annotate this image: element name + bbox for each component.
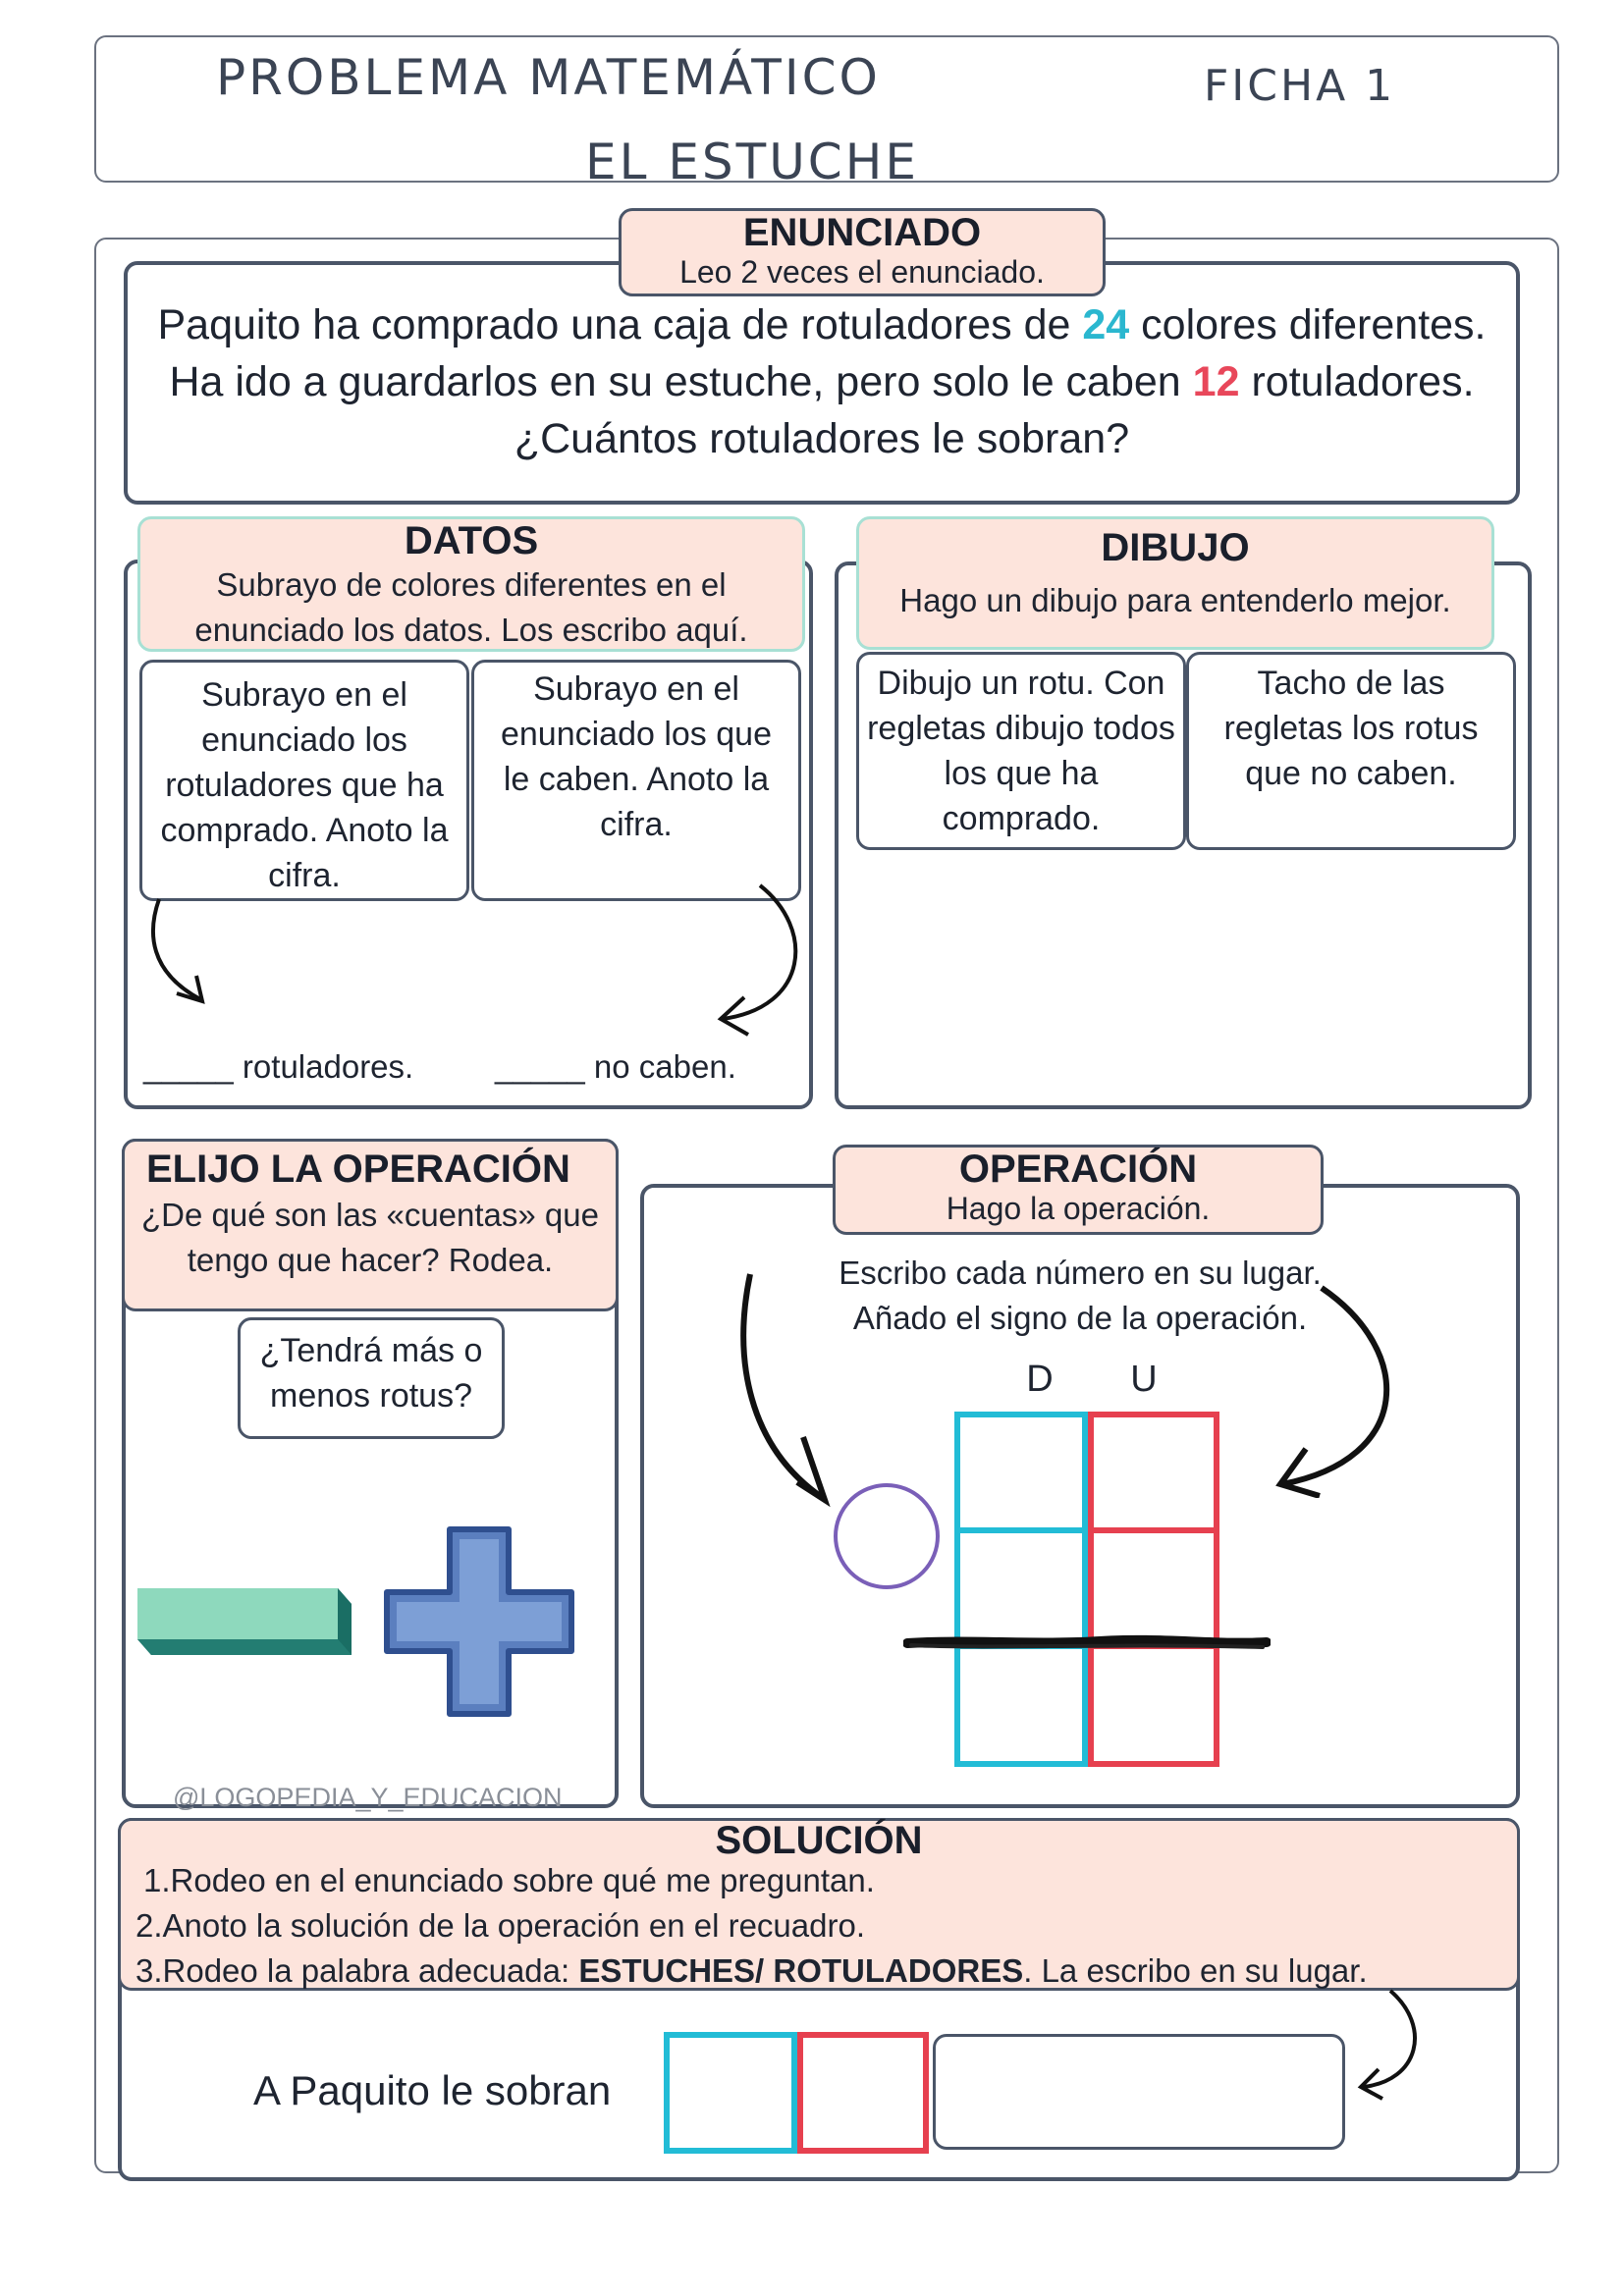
- blank-no-caben[interactable]: _____ no caben.: [495, 1048, 736, 1085]
- blank-rotuladores[interactable]: _____ rotuladores.: [143, 1048, 414, 1085]
- enunciado-box: [124, 261, 1520, 505]
- enunciado-text-part3: rotuladores. ¿Cuántos rotuladores le sob…: [514, 358, 1475, 462]
- answer-word-box[interactable]: [933, 2034, 1345, 2150]
- dibujo-drawing-area[interactable]: [844, 864, 1522, 1099]
- dibujo-box-tacho: Tacho de las regletas los rotus que no c…: [1186, 652, 1516, 850]
- solucion-heading: SOLUCIÓN: [715, 1819, 923, 1862]
- enunciado-subheading: Leo 2 veces el enunciado.: [679, 254, 1045, 290]
- column-label-unidades: U: [1130, 1359, 1158, 1400]
- dibujo-heading: DIBUJO: [1101, 526, 1250, 569]
- dibujo-box-rotu: Dibujo un rotu. Con regletas dibujo todo…: [856, 652, 1186, 850]
- operacion-heading: OPERACIÓN: [958, 1148, 1198, 1191]
- datos-box-caben: Subrayo en el enunciado los que le caben…: [471, 660, 801, 901]
- operacion-instruction-2: Añado el signo de la operación.: [852, 1300, 1308, 1336]
- elijo-hint-box: ¿Tendrá más o menos rotus?: [238, 1317, 505, 1439]
- answer-sentence: A Paquito le sobran: [253, 2067, 612, 2113]
- header-box: [94, 35, 1559, 183]
- datos-header: DATOS Subrayo de colores diferentes en e…: [137, 516, 805, 652]
- dibujo-header: DIBUJO Hago un dibujo para entenderlo me…: [856, 516, 1494, 650]
- dibujo-box-tacho-text: Tacho de las regletas los rotus que no c…: [1223, 665, 1479, 792]
- arrow-to-numbers-icon: [1275, 1285, 1390, 1498]
- page-subtitle: EL ESTUCHE: [585, 133, 919, 190]
- number-12: 12: [1192, 358, 1240, 405]
- sheet-number: FICHA 1: [1204, 61, 1396, 111]
- solucion-step-2: 2.Anoto la solución de la operación en e…: [135, 1907, 865, 1944]
- solucion-step-3-suffix: . La escribo en su lugar.: [1023, 1952, 1368, 1989]
- column-label-decenas: D: [1026, 1359, 1054, 1400]
- datos-box-caben-text: Subrayo en el enunciado los que le caben…: [500, 670, 772, 843]
- enunciado-text-part1: Paquito ha comprado una caja de rotulado…: [157, 301, 1083, 348]
- operacion-header: OPERACIÓN Hago la operación.: [833, 1145, 1324, 1235]
- minus-block-icon[interactable]: [134, 1580, 355, 1661]
- elijo-hint-text: ¿Tendrá más o menos rotus?: [259, 1332, 483, 1415]
- operation-sign-circle[interactable]: [831, 1480, 943, 1592]
- enunciado-text-part2: colores diferentes. Ha ido a guardarlos …: [169, 301, 1487, 405]
- arrow-right-down-icon: [717, 883, 798, 1037]
- watermark: @LOGOPEDIA_Y_EDUCACION: [173, 1783, 563, 1812]
- solucion-step-3: 3.Rodeo la palabra adecuada: ESTUCHES/ R…: [135, 1949, 1368, 1993]
- page-title: PROBLEMA MATEMÁTICO: [216, 49, 881, 106]
- elijo-heading: ELIJO LA OPERACIÓN: [146, 1148, 570, 1191]
- operacion-instruction-1: Escribo cada número en su lugar.: [839, 1255, 1322, 1291]
- datos-box-comprados-text: Subrayo en el enunciado los rotuladores …: [160, 676, 449, 894]
- datos-box-comprados: Subrayo en el enunciado los rotuladores …: [139, 660, 469, 901]
- arrow-left-down-icon: [151, 898, 205, 1004]
- solucion-step-3-options: ESTUCHES/ ROTULADORES: [578, 1952, 1024, 1989]
- operand1-units-cell[interactable]: [1088, 1412, 1219, 1533]
- arrow-to-word-icon: [1357, 1989, 1417, 2101]
- enunciado-heading: ENUNCIADO: [742, 211, 982, 254]
- result-line: [903, 1634, 1271, 1649]
- solucion-header: [118, 1818, 1520, 1991]
- operand1-tens-cell[interactable]: [954, 1412, 1088, 1533]
- operacion-box: [640, 1184, 1520, 1808]
- solucion-step-3-prefix: 3.Rodeo la palabra adecuada:: [135, 1952, 579, 1989]
- datos-subheading: Subrayo de colores diferentes en el enun…: [194, 566, 748, 648]
- elijo-subheading: ¿De qué son las «cuentas» que tengo que …: [141, 1197, 599, 1278]
- answer-units-cell[interactable]: [797, 2032, 929, 2154]
- plus-sign-icon[interactable]: [381, 1523, 577, 1720]
- arrow-to-sign-icon: [740, 1273, 831, 1508]
- result-tens-cell[interactable]: [954, 1643, 1088, 1767]
- dibujo-subheading: Hago un dibujo para entenderlo mejor.: [899, 582, 1451, 618]
- enunciado-header: ENUNCIADO Leo 2 veces el enunciado.: [619, 208, 1106, 296]
- enunciado-text: Paquito ha comprado una caja de rotulado…: [147, 296, 1496, 467]
- operacion-subheading: Hago la operación.: [946, 1191, 1211, 1226]
- result-units-cell[interactable]: [1088, 1643, 1219, 1767]
- number-24: 24: [1082, 301, 1130, 348]
- dibujo-box-rotu-text: Dibujo un rotu. Con regletas dibujo todo…: [867, 665, 1175, 837]
- answer-tens-cell[interactable]: [664, 2032, 797, 2154]
- solucion-step-1: 1.Rodeo en el enunciado sobre qué me pre…: [143, 1862, 875, 1898]
- datos-heading: DATOS: [404, 519, 539, 562]
- elijo-header: ELIJO LA OPERACIÓN ¿De qué son las «cuen…: [122, 1139, 619, 1311]
